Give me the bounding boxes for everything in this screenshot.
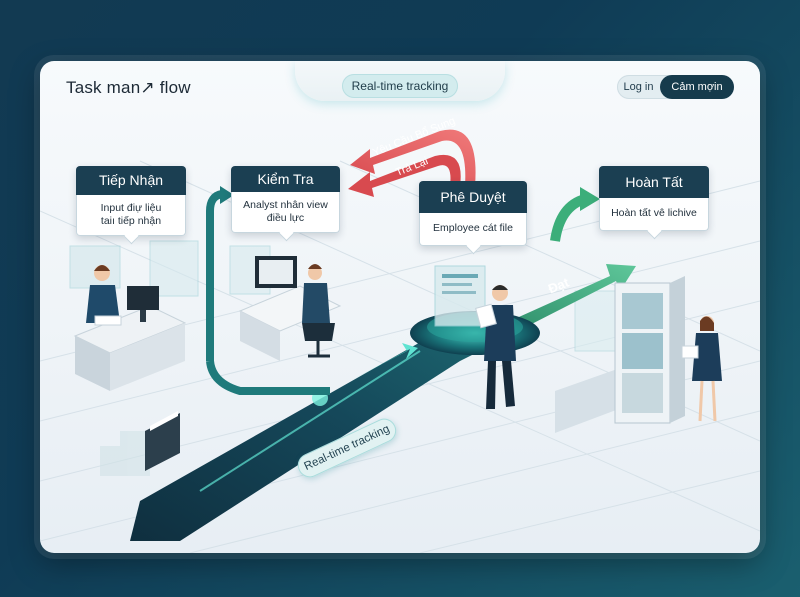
- stage-title: Tiếp Nhận: [76, 166, 186, 195]
- stage-title: Kiểm Tra: [231, 166, 340, 192]
- stage-title: Phê Duyệt: [419, 181, 527, 213]
- auth-switch: Log in Cảm mợin: [617, 75, 734, 99]
- stage-desc-line: Analyst nhân view: [243, 199, 328, 211]
- approve-arrow: [510, 264, 636, 331]
- stage-title: Hoàn Tất: [599, 166, 709, 198]
- approval-platform: [410, 265, 540, 409]
- stage-desc: Hoàn tất vê lichive: [599, 198, 709, 231]
- brand-title: Task man↗ flow: [66, 78, 191, 97]
- analyst-desk: [238, 256, 342, 361]
- stage-desc-line: Input điự liệu: [100, 202, 162, 214]
- reception-desk: [73, 265, 187, 391]
- stage-desc-line: taiı tiếp nhận: [100, 215, 162, 227]
- stage-desc: Input điự liệu taiı tiếp nhận: [76, 195, 186, 236]
- stage-card-hoan-tat: Hoàn Tất Hoàn tất vê lichive: [599, 166, 709, 231]
- stage-card-kiem-tra: Kiểm Tra Analyst nhân view điều lực: [231, 166, 340, 233]
- track-arrow: [350, 343, 418, 381]
- folder: [145, 411, 180, 471]
- app-window: Task man↗ flow Real-time tracking Log in…: [40, 61, 760, 553]
- stage-desc-line: Hoàn tất vê lichive: [611, 207, 697, 219]
- archive-cabinet: [555, 276, 722, 433]
- main-track: [130, 311, 510, 541]
- reject-arrow-top: [350, 129, 476, 186]
- signup-button[interactable]: Cảm mợin: [660, 75, 734, 99]
- stage-desc-line: điều lực: [266, 212, 305, 224]
- stage-card-tiep-nhan: Tiếp Nhận Input điự liệu taiı tiếp nhận: [76, 166, 186, 236]
- reject-arrow-bottom: [348, 154, 461, 197]
- teal-loop-arrow: [206, 190, 223, 361]
- realtime-tracking-tab[interactable]: Real-time tracking: [342, 74, 458, 98]
- login-button[interactable]: Log in: [623, 81, 654, 93]
- stage-card-phe-duyet: Phê Duyệt Employee cát file: [419, 181, 527, 246]
- stage-desc: Employee cát file: [419, 213, 527, 246]
- workflow-illustration: [40, 129, 760, 553]
- stage-desc: Analyst nhân view điều lực: [231, 192, 340, 233]
- stage-desc-line: Employee cát file: [433, 222, 513, 234]
